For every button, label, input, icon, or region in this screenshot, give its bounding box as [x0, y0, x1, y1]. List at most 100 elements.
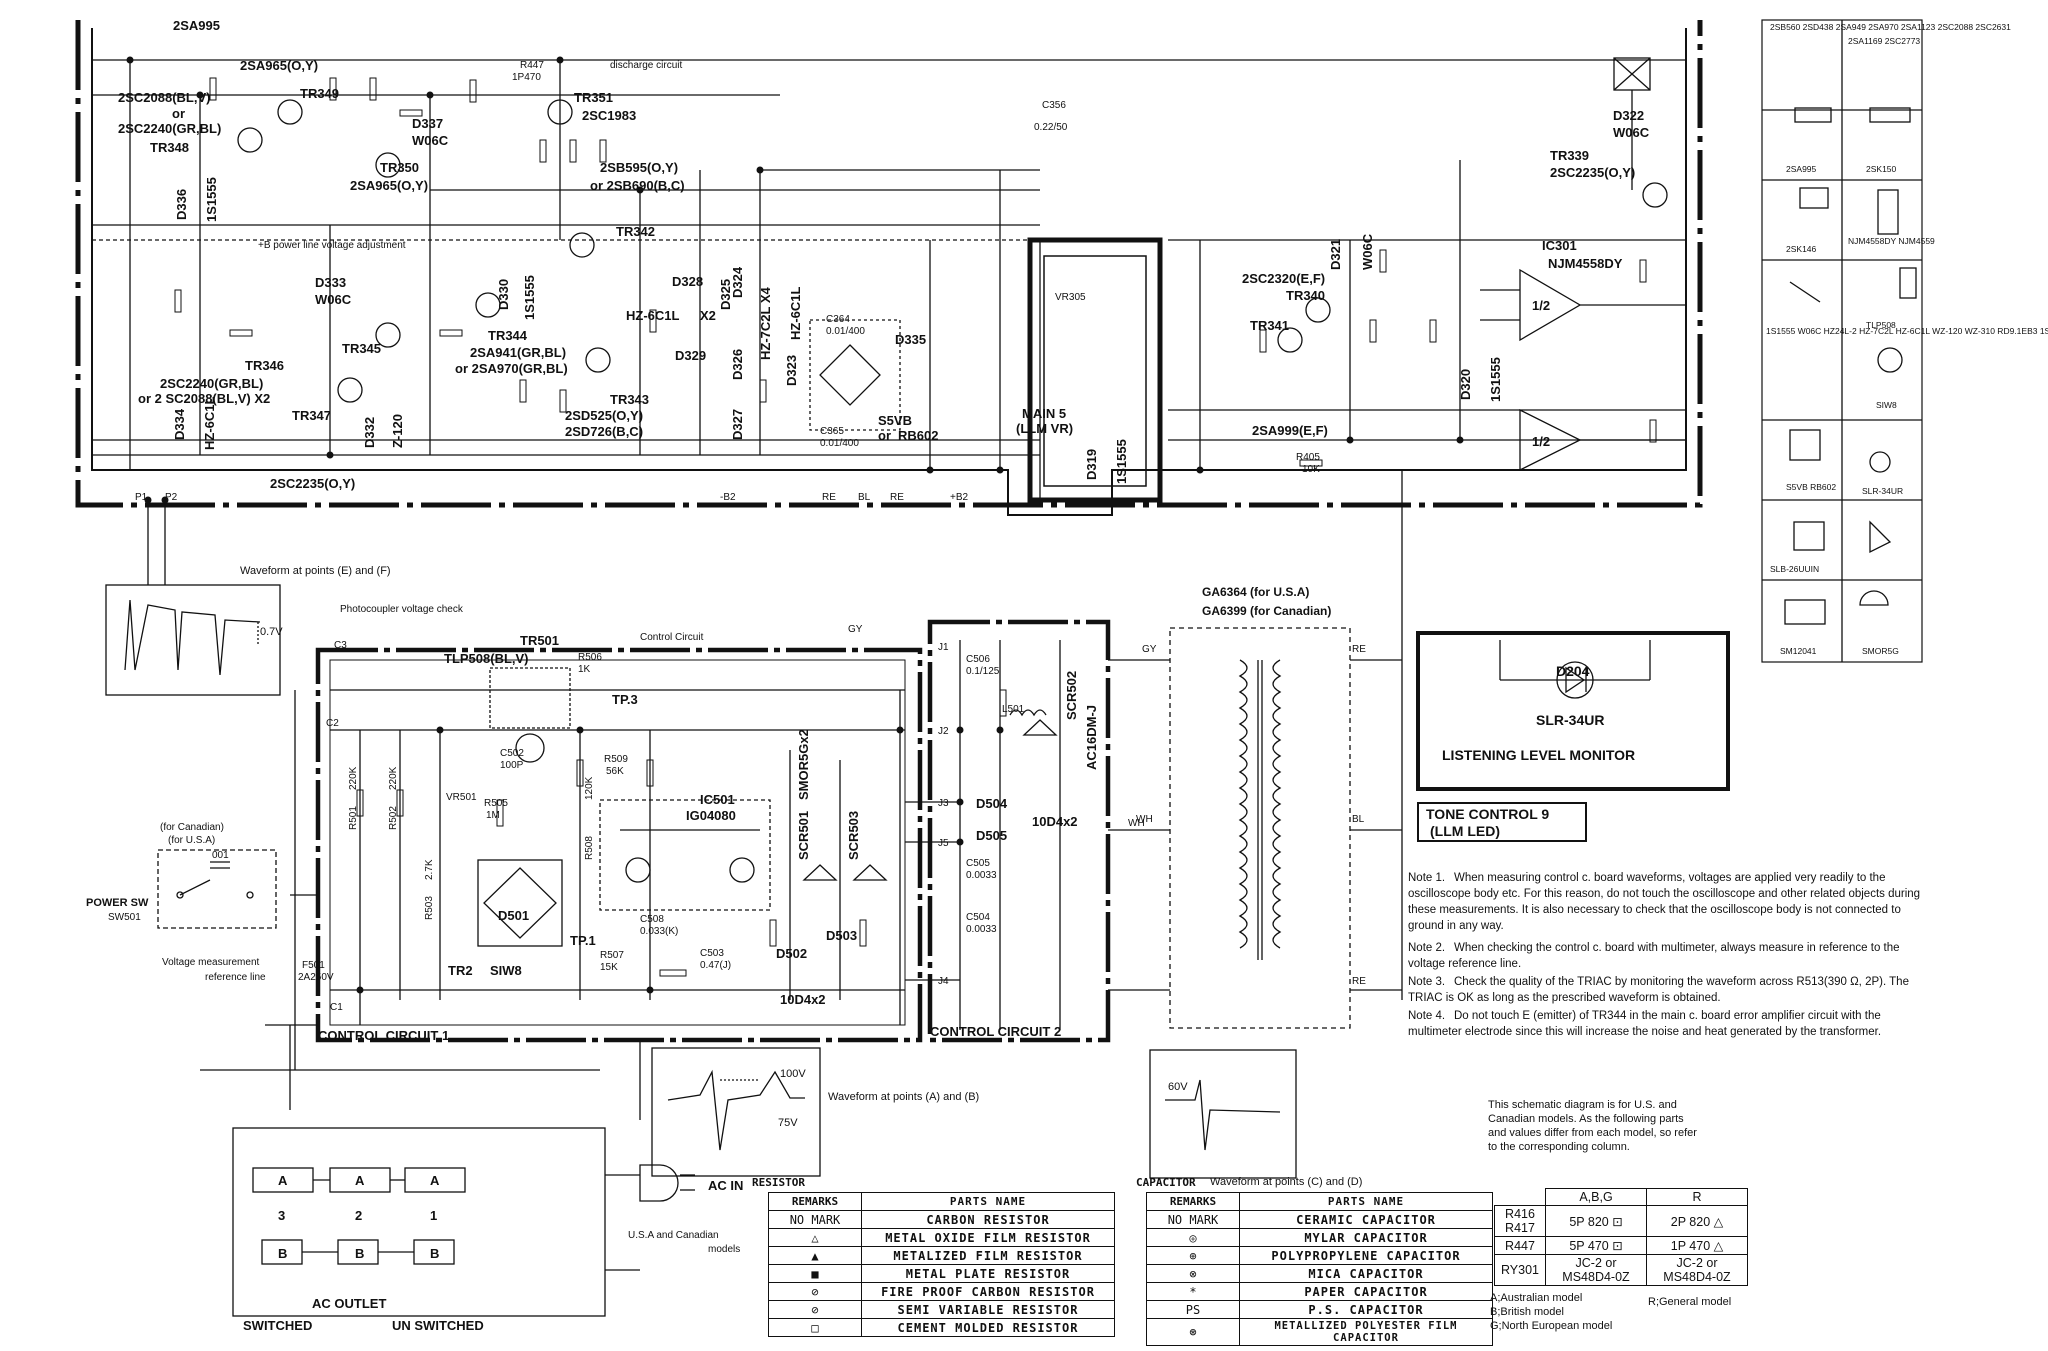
label-r502: R502: [388, 806, 399, 830]
table-row: ⊛METALLIZED POLYESTER FILM CAPACITOR: [1146, 1318, 1493, 1346]
label-r509: R509: [604, 754, 628, 765]
note-2-text: When checking the control c. board with …: [1408, 942, 1900, 970]
table-row: □CEMENT MOLDED RESISTOR: [768, 1318, 1115, 1337]
label-waveform-ef-v: 0.7V: [260, 626, 283, 638]
label-c505: C505: [966, 858, 990, 869]
model-cell: 5P 820 ⊡: [1545, 1205, 1647, 1237]
capacitor-header-remarks: REMARKS: [1146, 1192, 1240, 1211]
label-c503-val: 0.47(J): [700, 960, 731, 971]
parts-panel-7a: SLB-26UUIN: [1770, 564, 1819, 574]
label-r501-val: 220K: [348, 766, 359, 790]
model-cell: 5P 470 ⊡: [1545, 1236, 1647, 1255]
parts-panel-2a: 2SA995: [1786, 164, 1817, 174]
label-d333-type: W06C: [315, 292, 352, 307]
label-tr346-type-a: 2SC2240(GR,BL): [160, 376, 263, 391]
label-ic301: IC301: [1542, 238, 1577, 253]
label-tr340: TR340: [1286, 288, 1325, 303]
label-re-1: RE: [822, 492, 836, 503]
note-2: Note 2.When checking the control c. boar…: [1408, 940, 1928, 972]
label-tr348-type-a: 2SC2088(BL,V): [118, 90, 210, 105]
label-d320-type: 1S1555: [1488, 357, 1503, 402]
label-d327: D327: [730, 409, 745, 440]
label-d320: D320: [1458, 369, 1473, 400]
parts-panel-5b: SIW8: [1876, 400, 1897, 410]
note-4-text: Do not touch E (emitter) of TR344 in the…: [1408, 1010, 1882, 1038]
label-tr349: TR349: [300, 86, 339, 101]
capacitor-mark: ⊛: [1146, 1318, 1240, 1346]
label-switch-cap: 001: [212, 850, 229, 861]
label-2sb690: or 2SB690(B,C): [590, 178, 685, 193]
label-smor5g: SMOR5Gx2: [796, 729, 811, 800]
label-tr344-type-b: or 2SA970(GR,BL): [455, 361, 568, 376]
label-f501-val: 2A250V: [298, 972, 334, 983]
outlet-3-bot: B: [278, 1246, 287, 1261]
parts-panel-3b: NJM4558DY NJM4559: [1848, 236, 1935, 246]
outlet-2-top: A: [355, 1173, 365, 1188]
label-tr351: TR351: [574, 90, 613, 105]
label-d319-type: 1S1555: [1114, 439, 1129, 484]
capacitor-mark: ⊕: [1146, 1246, 1240, 1265]
label-d333: D333: [315, 275, 346, 290]
note-3-num: Note 3.: [1408, 976, 1446, 988]
label-tr343-type-b: 2SD726(B,C): [565, 424, 643, 439]
label-main5-a: MAIN 5: [1022, 406, 1066, 421]
table-row: R447 5P 470 ⊡ 1P 470 △: [1494, 1236, 1748, 1255]
label-l501: L501: [1002, 704, 1025, 715]
model-cell: RY301: [1494, 1254, 1546, 1286]
label-tr349-type: 2SA965(O,Y): [240, 58, 318, 73]
label-listening-level-monitor: LISTENING LEVEL MONITOR: [1442, 747, 1635, 763]
label-d329: D329: [675, 348, 706, 363]
label-c365-val: 0.01/400: [820, 438, 859, 449]
label-s5vb: S5VB: [878, 413, 912, 428]
label-ac-in: AC IN: [708, 1178, 743, 1193]
label-rb602: RB602: [898, 428, 938, 443]
parts-panel-4b: TLP508: [1866, 320, 1896, 330]
label-r505: R505: [484, 798, 508, 809]
label-tr342: TR342: [616, 224, 655, 239]
label-ac16dm: AC16DM-J: [1084, 705, 1099, 770]
label-tr346-type-b: or 2 SC2088(BL,V) X2: [138, 391, 270, 406]
label-for-usa: (for U.S.A): [168, 835, 215, 846]
resistor-header-name: PARTS NAME: [861, 1192, 1115, 1211]
label-tf-wh: WH: [1136, 814, 1153, 825]
label-tr346: TR346: [245, 358, 284, 373]
label-bl-1: BL: [858, 492, 871, 503]
label-p2: P2: [165, 492, 178, 503]
resistor-name: CEMENT MOLDED RESISTOR: [861, 1318, 1115, 1337]
label-s5vb-or: or: [878, 428, 891, 443]
model-header-0: [1495, 1189, 1546, 1206]
label-d337: D337: [412, 116, 443, 131]
label-main5-b: (LLM VR): [1016, 421, 1073, 436]
label-c2: C2: [326, 718, 339, 729]
label-d325: D325: [718, 279, 733, 310]
label-voltage-ref-b: reference line: [205, 972, 266, 983]
label-d335: D335: [895, 332, 926, 347]
label-r506-val: 1K: [578, 664, 591, 675]
resistor-title: RESISTOR: [752, 1176, 805, 1189]
label-c3: C3: [334, 640, 347, 651]
label-plus-b2: +B2: [950, 492, 969, 503]
label-r502-val: 220K: [388, 766, 399, 790]
label-2sb595: 2SB595(O,Y): [600, 160, 678, 175]
label-waveform-ef: Waveform at points (E) and (F): [240, 565, 391, 577]
resistor-mark: NO MARK: [768, 1210, 862, 1229]
label-d334: D334: [172, 408, 187, 440]
note-3-text: Check the quality of the TRIAC by monito…: [1408, 976, 1909, 1004]
label-vr501: VR501: [446, 792, 477, 803]
label-ic501-type: IG04080: [686, 808, 736, 823]
label-r508: R508: [584, 836, 595, 860]
label-hz6c1l: HZ-6C1L: [788, 286, 803, 340]
label-control-circuit-1: CONTROL CIRCUIT 1: [318, 1028, 449, 1043]
label-d323: D323: [784, 355, 799, 386]
parts-panel-3a: 2SK146: [1786, 244, 1817, 254]
label-c364-val: 0.01/400: [826, 326, 865, 337]
resistor-mark: △: [768, 1228, 862, 1247]
label-tr348-type-b: 2SC2240(GR,BL): [118, 121, 221, 136]
capacitor-name: P.S. CAPACITOR: [1239, 1300, 1493, 1319]
model-cell: 2P 820 △: [1646, 1205, 1748, 1237]
model-header-1: A,B,G: [1545, 1188, 1647, 1206]
label-usa-can-a: U.S.A and Canadian: [628, 1230, 719, 1241]
label-d501: D501: [498, 908, 529, 923]
